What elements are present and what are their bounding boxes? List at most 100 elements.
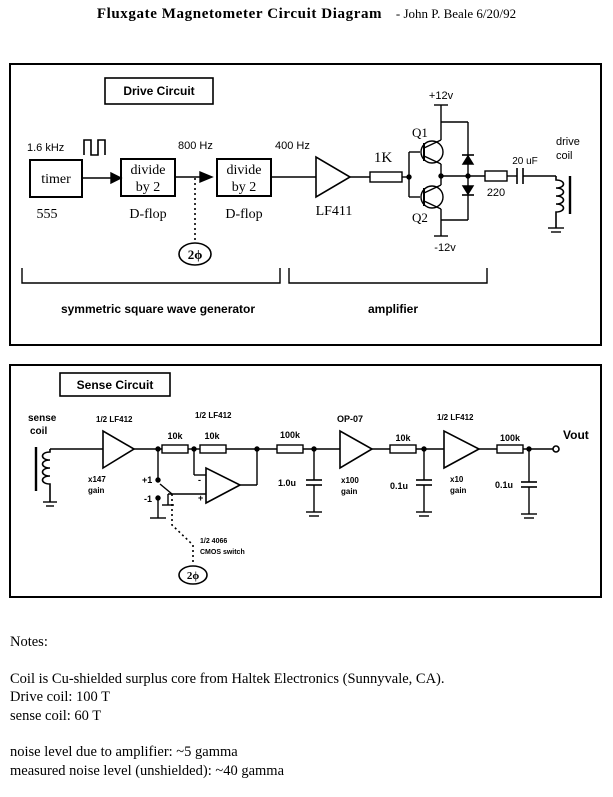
note-line-1: Coil is Cu-shielded surplus core from Ha… xyxy=(10,670,445,687)
sense-coil-label-2: coil xyxy=(30,426,47,437)
diode-lower-icon xyxy=(461,185,475,196)
junction-dot xyxy=(191,446,197,452)
phase-tag-label: 2ϕ xyxy=(187,570,200,582)
amp1-gain-2: gain xyxy=(88,486,105,495)
switch-minus1: -1 xyxy=(144,494,152,504)
timer-label: timer xyxy=(41,172,71,187)
page-title: Fluxgate Magnetometer Circuit Diagram - … xyxy=(0,6,613,23)
drive-coil-label-2: coil xyxy=(556,150,573,162)
c2-label: 0.1u xyxy=(390,481,408,491)
drive-coil-label-1: drive xyxy=(556,136,580,148)
resistor-r2 xyxy=(199,444,227,454)
phase-tag-2phi xyxy=(178,242,212,266)
q1-label: Q1 xyxy=(412,125,428,140)
author-date: - John P. Beale 6/20/92 xyxy=(395,6,517,21)
timer-part: 555 xyxy=(37,207,58,222)
amp3-part: OP-07 xyxy=(337,414,363,424)
div1-part: D-flop xyxy=(129,207,166,222)
amp4-part: 1/2 LF412 xyxy=(437,413,474,422)
drive-panel-border xyxy=(9,63,602,346)
div2-line1: divide xyxy=(227,163,262,178)
amp2-part: 1/2 LF412 xyxy=(195,411,232,420)
r4-label: 10k xyxy=(395,433,411,443)
resistor-r1 xyxy=(161,444,189,454)
notes-heading: Notes: xyxy=(10,634,48,650)
junction-dot xyxy=(155,446,161,452)
vpos-label: +12v xyxy=(429,90,454,102)
r5-label: 100k xyxy=(500,433,521,443)
sense-coil-icon xyxy=(41,449,51,502)
amp1-part: 1/2 LF412 xyxy=(96,415,133,424)
resistor-1k xyxy=(369,171,403,183)
r1-label: 10k xyxy=(167,431,183,441)
junction-dot xyxy=(438,173,444,179)
c1-label: 1.0u xyxy=(278,478,296,488)
amp3-gain-2: gain xyxy=(341,487,358,496)
switch-plus1: +1 xyxy=(142,475,152,485)
vout-terminal xyxy=(552,445,560,453)
sense-panel-border xyxy=(9,364,602,598)
transistor-q2 xyxy=(420,185,444,209)
switch-arm xyxy=(159,483,173,495)
switch-part-1: 1/2 4066 xyxy=(200,538,227,545)
q2-emitter xyxy=(423,184,442,194)
resistor-r3 xyxy=(276,444,304,454)
transistor-q1 xyxy=(420,140,444,164)
group-label-amplifier: amplifier xyxy=(368,302,418,316)
amp4-gain-1: x10 xyxy=(450,475,464,484)
sense-section-label: Sense Circuit xyxy=(77,378,154,392)
drive-section-label-box xyxy=(104,77,214,105)
sense-section-label-box xyxy=(59,372,171,397)
resistor-1k-label: 1K xyxy=(374,150,393,166)
sense-circuit-panel: Sense Circuit sense coil 1/2 LF412 x147 … xyxy=(9,364,602,598)
amp2-opamp xyxy=(205,466,242,505)
bracket-generator xyxy=(21,268,281,284)
q2-label: Q2 xyxy=(412,210,428,225)
sense-coil-label-1: sense xyxy=(28,413,57,424)
resistor-220-label: 220 xyxy=(487,187,505,199)
diode-upper-icon xyxy=(461,154,475,165)
cap-20uf-label: 20 uF xyxy=(512,156,538,167)
drive-circuit-panel: Drive Circuit 1.6 kHz timer 555 divide b… xyxy=(9,63,602,346)
div1-line1: divide xyxy=(131,163,166,178)
q1-collector xyxy=(423,139,442,149)
resistor-r4 xyxy=(389,444,417,454)
drive-coil-icon xyxy=(555,176,565,228)
note-line-5: measured noise level (unshielded): ~40 g… xyxy=(10,762,284,779)
resistor-220 xyxy=(484,170,508,182)
div1-line2: by 2 xyxy=(136,180,161,195)
amp4-gain-2: gain xyxy=(450,486,467,495)
amp4-opamp xyxy=(443,429,481,470)
amp3-opamp xyxy=(339,429,374,470)
q2-collector xyxy=(423,200,442,210)
freq-in-label: 1.6 kHz xyxy=(27,142,64,154)
group-label-generator: symmetric square wave generator xyxy=(61,302,255,316)
note-line-2: Drive coil: 100 T xyxy=(10,689,111,705)
drive-section-label: Drive Circuit xyxy=(123,84,194,98)
square-wave-icon xyxy=(83,139,106,156)
r2-label: 10k xyxy=(204,431,220,441)
amp1-opamp xyxy=(102,429,136,470)
phase-tap-dotted xyxy=(171,494,194,565)
resistor-r5 xyxy=(496,444,524,454)
arrow-icon xyxy=(110,171,123,185)
diagram-title: Fluxgate Magnetometer Circuit Diagram xyxy=(96,6,383,22)
amp3-gain-1: x100 xyxy=(341,476,359,485)
freq-out-label: 400 Hz xyxy=(275,140,310,152)
amp1-gain-1: x147 xyxy=(88,475,106,484)
circuit-schematic: Drive Circuit 1.6 kHz timer 555 divide b… xyxy=(9,63,602,598)
switch-part-2: CMOS switch xyxy=(200,549,245,556)
q1-emitter xyxy=(423,155,442,165)
phase-tag-2phi xyxy=(178,565,208,585)
amp2-plus: + xyxy=(198,493,203,503)
freq-mid-label: 800 Hz xyxy=(178,140,213,152)
note-line-4: noise level due to amplifier: ~5 gamma xyxy=(10,744,238,760)
phase-tag-label: 2ϕ xyxy=(188,247,203,262)
div2-line2: by 2 xyxy=(232,180,257,195)
amp2-minus: - xyxy=(198,475,201,485)
note-line-3: sense coil: 60 T xyxy=(10,707,102,724)
r3-label: 100k xyxy=(280,430,301,440)
arrow-icon xyxy=(199,170,214,184)
vneg-label: -12v xyxy=(434,242,456,254)
c3-label: 0.1u xyxy=(495,480,513,490)
